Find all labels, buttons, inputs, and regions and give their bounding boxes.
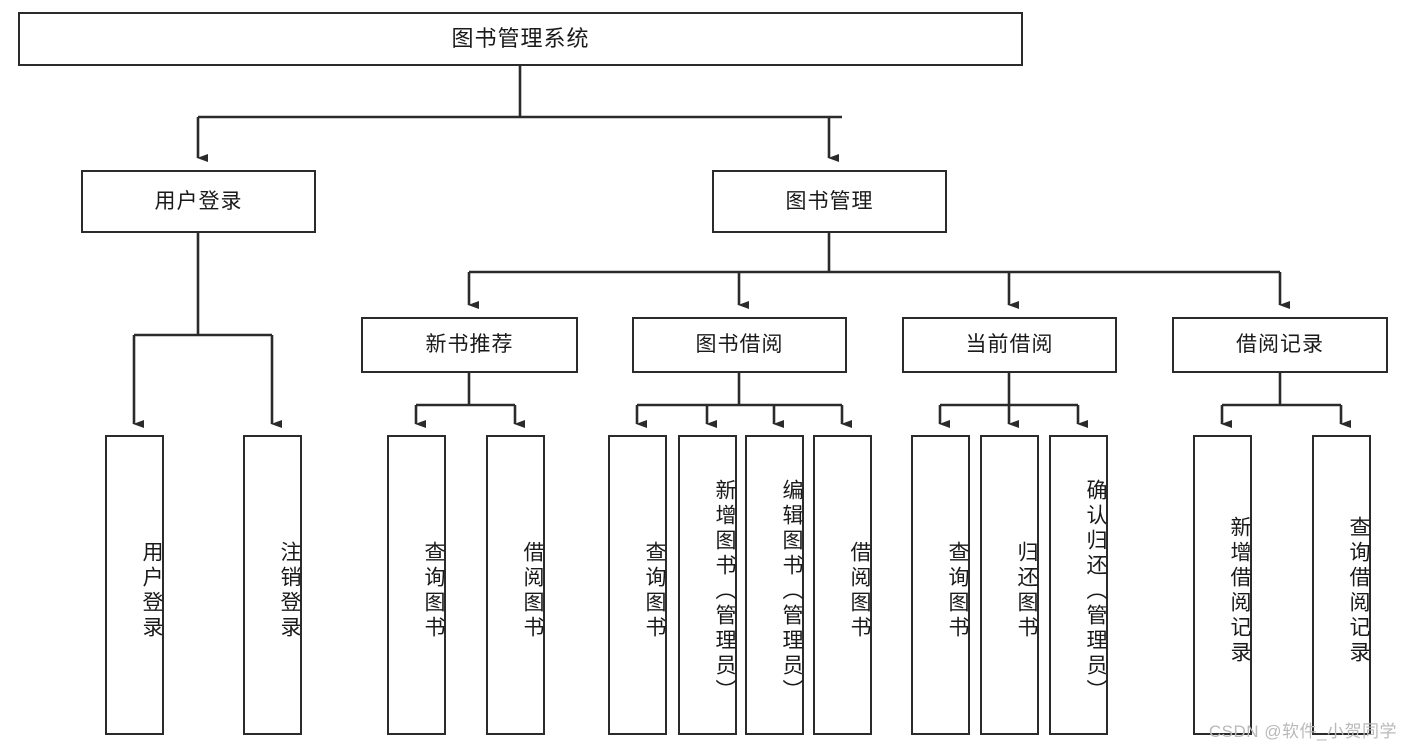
leaf-borrow-book-2[interactable]: 借阅图书	[813, 435, 872, 735]
node-book-borrow[interactable]: 图书借阅	[632, 317, 847, 373]
leaf-add-borrow-record-label: 新增借阅记录	[1228, 516, 1251, 666]
leaf-return-book-label: 归还图书	[1015, 541, 1038, 641]
leaf-query-book-1[interactable]: 查询图书	[387, 435, 446, 735]
node-current-borrow[interactable]: 当前借阅	[902, 317, 1117, 373]
leaf-logout-login[interactable]: 注销登录	[243, 435, 302, 735]
leaf-add-borrow-record[interactable]: 新增借阅记录	[1193, 435, 1252, 735]
leaf-edit-book-admin-label: 编辑图书（管理员）	[780, 478, 803, 704]
leaf-edit-book-admin[interactable]: 编辑图书（管理员）	[745, 435, 804, 735]
leaf-query-borrow-record-label: 查询借阅记录	[1347, 516, 1370, 666]
leaf-add-book-admin[interactable]: 新增图书（管理员）	[678, 435, 737, 735]
leaf-borrow-book-2-label: 借阅图书	[848, 541, 871, 641]
leaf-query-borrow-record[interactable]: 查询借阅记录	[1312, 435, 1371, 735]
leaf-add-book-admin-label: 新增图书（管理员）	[713, 478, 736, 704]
leaf-user-login[interactable]: 用户登录	[105, 435, 164, 735]
leaf-query-book-2-label: 查询图书	[643, 541, 666, 641]
leaf-query-book-2[interactable]: 查询图书	[608, 435, 667, 735]
leaf-borrow-book-1-label: 借阅图书	[521, 541, 544, 641]
node-user-login[interactable]: 用户登录	[81, 170, 316, 233]
node-book-management[interactable]: 图书管理	[712, 170, 947, 233]
csdn-watermark: CSDN @软件_小贺同学	[1208, 722, 1397, 741]
node-new-book-recommend[interactable]: 新书推荐	[361, 317, 578, 373]
leaf-borrow-book-1[interactable]: 借阅图书	[486, 435, 545, 735]
leaf-user-login-label: 用户登录	[140, 541, 163, 641]
leaf-logout-login-label: 注销登录	[278, 541, 301, 641]
leaf-return-book[interactable]: 归还图书	[980, 435, 1039, 735]
leaf-query-book-3-label: 查询图书	[946, 541, 969, 641]
leaf-confirm-return-admin-label: 确认归还（管理员）	[1084, 478, 1107, 704]
leaf-query-book-1-label: 查询图书	[422, 541, 445, 641]
node-root-title[interactable]: 图书管理系统	[18, 12, 1023, 66]
leaf-confirm-return-admin[interactable]: 确认归还（管理员）	[1049, 435, 1108, 735]
node-borrow-record[interactable]: 借阅记录	[1172, 317, 1388, 373]
leaf-query-book-3[interactable]: 查询图书	[911, 435, 970, 735]
